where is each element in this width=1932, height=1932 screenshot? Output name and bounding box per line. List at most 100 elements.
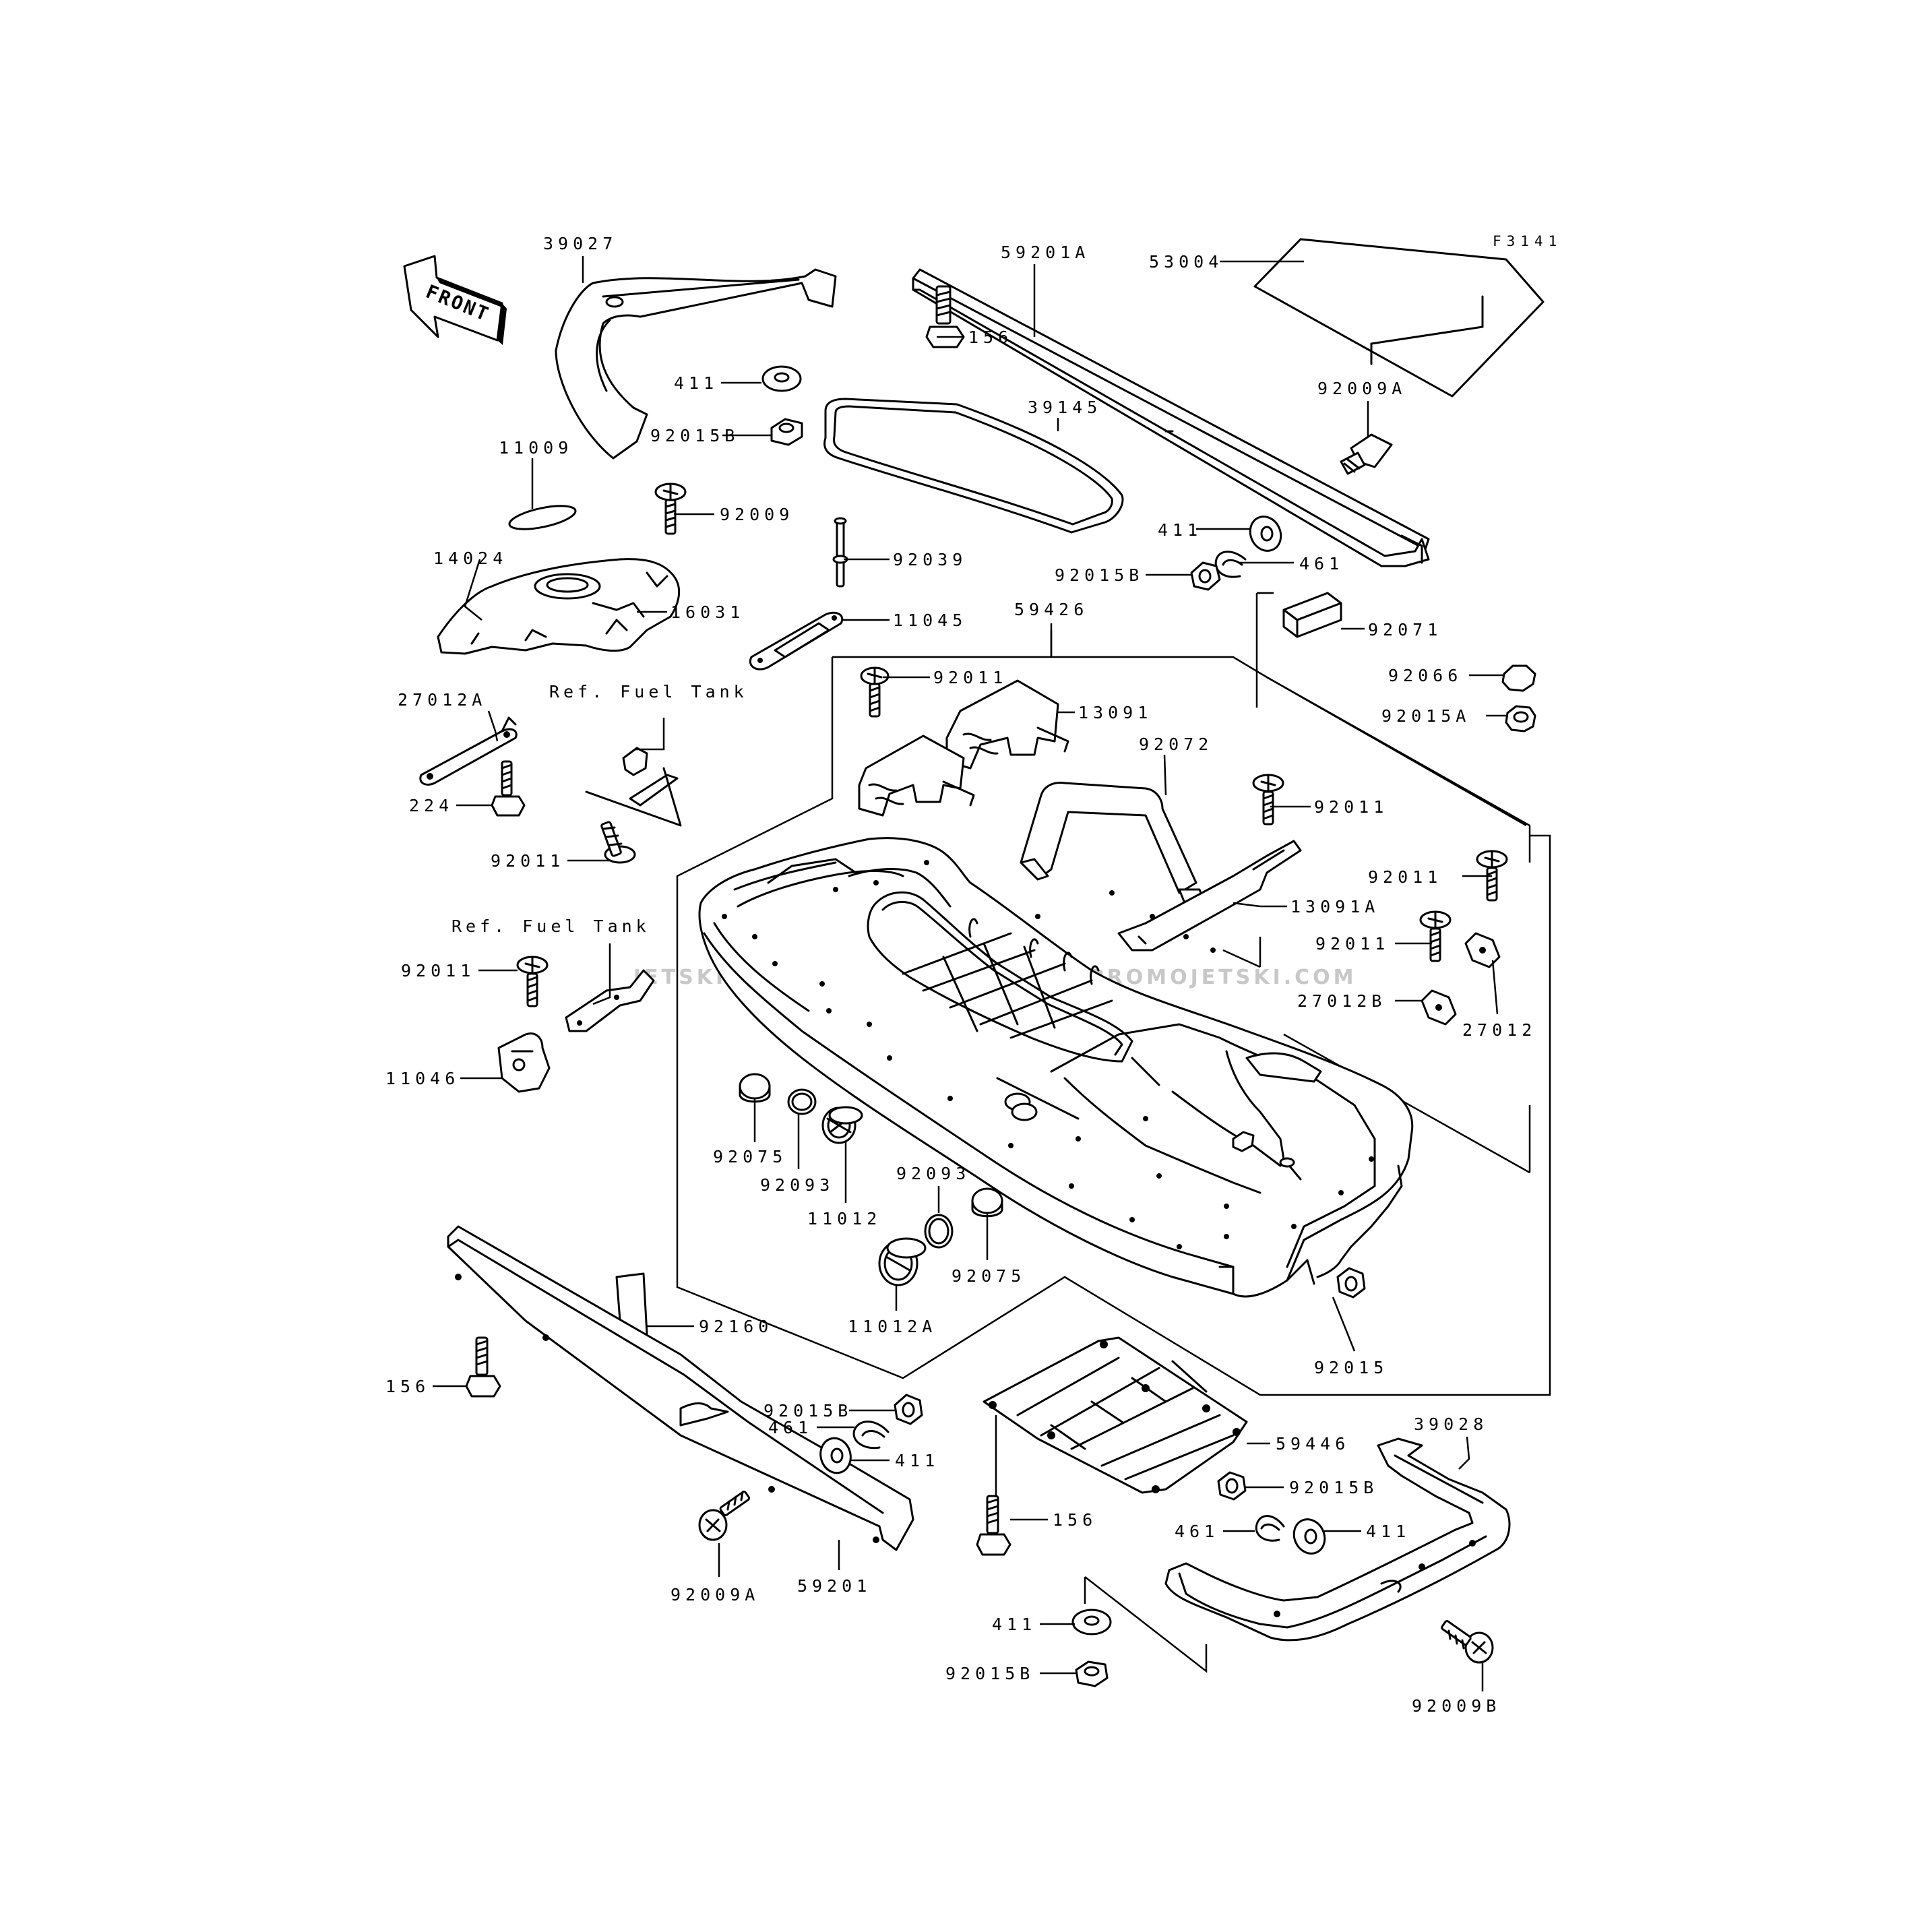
part-224-bolt — [491, 760, 526, 817]
callout-411-e: 411 — [992, 1615, 1036, 1634]
callout-92071: 92071 — [1368, 620, 1442, 640]
part-14024-cover — [437, 558, 681, 655]
callout-92015B-e: 92015B — [945, 1664, 1034, 1683]
callout-92015B-c: 92015B — [764, 1401, 852, 1421]
callout-92009B: 92009B — [1412, 1696, 1501, 1716]
callout-59426: 59426 — [1014, 600, 1088, 619]
part-411-washer-b — [1249, 516, 1282, 552]
part-156-bolt-bottom — [976, 1495, 1011, 1556]
callout-ref-fuel-tank-b: Ref. Fuel Tank — [451, 916, 650, 936]
part-92015B-nut-b — [1190, 561, 1221, 591]
part-411-washer-c — [819, 1437, 852, 1474]
part-411-washer-e — [1071, 1609, 1112, 1635]
part-92011-bolt-c — [600, 821, 636, 864]
callout-92009A-a: 92009A — [1317, 379, 1406, 398]
part-156-bolt-left — [465, 1336, 501, 1398]
callout-14024: 14024 — [433, 549, 507, 568]
callout-224: 224 — [409, 796, 454, 815]
callout-16031: 16031 — [671, 602, 745, 622]
part-11012-drain-plug — [821, 1106, 863, 1144]
callout-92015: 92015 — [1314, 1358, 1388, 1377]
callout-11009: 11009 — [499, 438, 573, 458]
part-461-clip-b — [852, 1421, 890, 1450]
part-92015B-nut-c — [894, 1394, 923, 1425]
part-411-washer-a — [761, 365, 802, 392]
hull-rivets — [722, 860, 1374, 1249]
callout-59201: 59201 — [797, 1576, 871, 1596]
part-92009A-bolt-b — [698, 1491, 751, 1541]
callout-92015B-d: 92015B — [1289, 1478, 1378, 1497]
callout-92015B-a: 92015B — [650, 426, 739, 445]
part-92011-bolt-a — [860, 666, 890, 718]
part-92011-bolt-f — [516, 956, 549, 1007]
callout-11012: 11012 — [807, 1209, 881, 1228]
part-92009B-bolt — [1441, 1620, 1494, 1664]
part-39145-seal — [823, 398, 1124, 534]
callout-92015B-b: 92015B — [1055, 565, 1144, 585]
part-27012A-plate — [419, 716, 518, 786]
callout-92011-e: 92011 — [1315, 934, 1390, 954]
leader-lines — [433, 256, 1508, 1691]
part-92039-pin — [832, 517, 848, 588]
callout-27012B: 27012B — [1297, 991, 1386, 1011]
callout-92075-a: 92075 — [713, 1147, 787, 1166]
part-ref-fuel-tank-clip-a — [585, 747, 682, 827]
part-92072-handle — [1020, 782, 1208, 908]
figure-code: F3141 — [1493, 233, 1562, 249]
part-92015B-nut-e — [1075, 1660, 1109, 1687]
part-11012A-drain-plug — [878, 1237, 927, 1286]
callout-156-top: 156 — [968, 328, 1013, 347]
callout-92093-a: 92093 — [760, 1175, 834, 1195]
part-53004-mat — [1253, 238, 1545, 398]
part-92015A-nut — [1505, 705, 1536, 733]
part-92015B-nut-a — [770, 418, 803, 446]
callout-92011-d: 92011 — [1368, 867, 1442, 887]
callout-92009A-b: 92009A — [671, 1585, 759, 1604]
part-92009-bolt — [654, 482, 687, 535]
callout-39145: 39145 — [1028, 398, 1102, 417]
part-27012B-clip — [1421, 989, 1457, 1026]
part-92071-block — [1282, 592, 1342, 638]
callout-156-left: 156 — [385, 1377, 430, 1396]
callout-92011-c: 92011 — [491, 851, 565, 871]
part-59446-grate — [983, 1336, 1248, 1494]
callout-labels: 39027 59201A 53004 156 411 39145 92009A … — [385, 234, 1536, 1716]
part-411-washer-d — [1292, 1518, 1326, 1555]
part-92009A-bolt-a — [1340, 433, 1393, 475]
callout-461-c: 461 — [1175, 1522, 1219, 1541]
part-92093-oring-a — [787, 1088, 817, 1115]
callout-92072: 92072 — [1139, 735, 1213, 754]
callout-13091A: 13091A — [1290, 897, 1379, 916]
part-92066-cap — [1501, 664, 1536, 692]
callout-59201A: 59201A — [1001, 243, 1090, 262]
callout-411-b: 411 — [1158, 520, 1202, 540]
callout-411-a: 411 — [674, 373, 718, 393]
callout-13091: 13091 — [1078, 703, 1152, 722]
callout-92039: 92039 — [893, 550, 967, 569]
part-92015-nut — [1336, 1267, 1366, 1299]
part-27012-clip — [1464, 932, 1501, 968]
callout-92160: 92160 — [699, 1317, 773, 1336]
part-39027-grab-handle — [555, 268, 837, 460]
callout-92066: 92066 — [1388, 666, 1462, 685]
part-92015B-nut-d — [1217, 1471, 1247, 1501]
callout-39027: 39027 — [543, 234, 617, 253]
part-461-clip-c — [1255, 1515, 1285, 1542]
callout-92011-f: 92011 — [401, 961, 475, 980]
front-arrow: FRONT — [403, 255, 507, 345]
callout-11045: 11045 — [893, 611, 967, 630]
callout-11046: 11046 — [385, 1069, 460, 1088]
callout-92009: 92009 — [720, 505, 794, 524]
part-39028-grab-handle — [1164, 1437, 1511, 1642]
callout-411-c: 411 — [895, 1451, 939, 1470]
assembly-frame — [676, 592, 1551, 1673]
part-11046-bracket — [497, 1032, 551, 1093]
callout-92011-b: 92011 — [1314, 797, 1388, 817]
part-92075-plug-b — [971, 1187, 1003, 1218]
part-59201-rail — [447, 1225, 914, 1551]
callout-461-b: 461 — [768, 1418, 813, 1437]
callout-27012: 27012 — [1462, 1020, 1536, 1040]
part-59426-hull — [698, 837, 1414, 1298]
part-11045-bracket — [749, 611, 844, 671]
